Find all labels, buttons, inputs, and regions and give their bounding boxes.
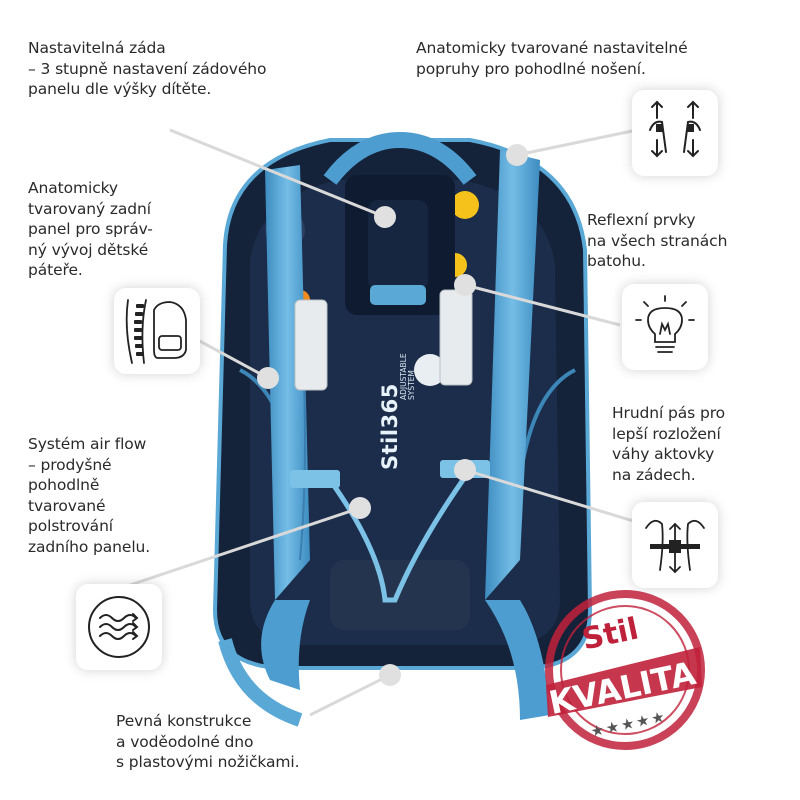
- feature-back-panel: Anatomicky tvarovaný zadní panel pro spr…: [28, 179, 153, 279]
- feature-reflective: Reflexní prvky na všech stranách batohu.: [587, 211, 728, 270]
- leader-dot-adjustable-back: [374, 206, 396, 228]
- leader-dot-straps: [506, 144, 528, 166]
- feature-air-flow: Systém air flow – prodyšné pohodlně tvar…: [28, 435, 151, 556]
- leader-dot-reflective: [454, 274, 476, 296]
- feature-adjustable-back: Nastavitelná záda – 3 stupně nastavení z…: [28, 39, 267, 98]
- feature-bottom: Pevná konstrukce a voděodolné dno s plas…: [116, 712, 300, 771]
- leader-dot-chest: [454, 459, 476, 481]
- spine-backpack-icon: [114, 288, 200, 374]
- leader-dot-airflow: [349, 497, 371, 519]
- feature-chest-strap: Hrudní pás pro lepší rozložení váhy akto…: [612, 404, 726, 484]
- quality-stamp: Stil KVALITA ★★★★★: [540, 585, 710, 755]
- leader-dot-back-panel: [257, 367, 279, 389]
- airflow-waves-icon: [76, 584, 162, 670]
- chest-strap-icon: [632, 502, 718, 588]
- feature-straps: Anatomicky tvarované nastavitelné popruh…: [416, 39, 688, 78]
- adjustable-straps-icon: [632, 90, 718, 176]
- leader-dot-bottom: [379, 664, 401, 686]
- light-bulb-icon: [622, 284, 708, 370]
